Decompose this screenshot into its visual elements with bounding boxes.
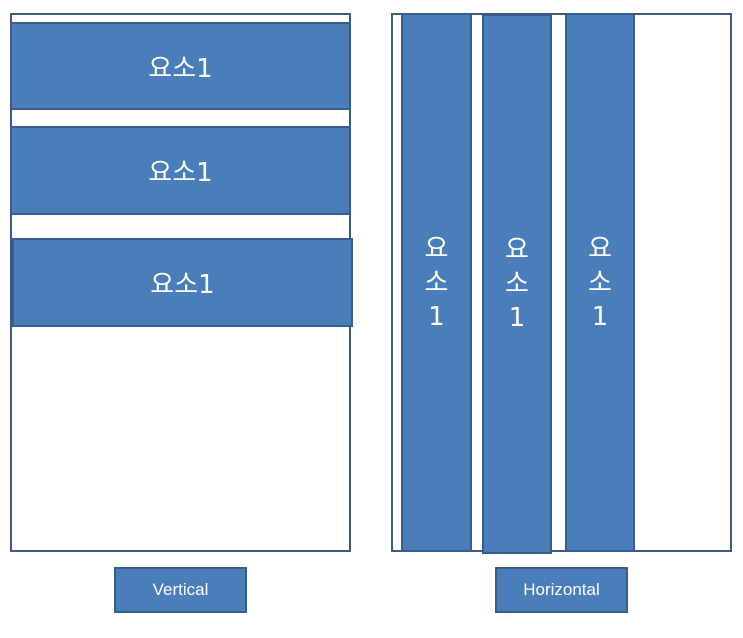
horizontal-element-1-char-1: 요: [424, 233, 449, 264]
vertical-element-1-label: 요소1: [148, 53, 213, 84]
vertical-element-2-label: 요소1: [148, 158, 213, 188]
vertical-element-1: 요소1: [10, 22, 351, 110]
horizontal-element-3: 요 소 1: [565, 13, 635, 552]
vertical-element-2: 요소1: [10, 126, 351, 215]
horizontal-element-3-char-3: 1: [591, 301, 609, 332]
horizontal-element-2-char-1: 요: [505, 235, 529, 265]
horizontal-element-3-char-1: 요: [588, 233, 612, 264]
vertical-element-3-label: 요소1: [150, 270, 215, 300]
vertical-caption-label: Vertical: [152, 580, 209, 599]
horizontal-element-1-char-2: 소: [424, 267, 449, 298]
horizontal-caption: Horizontal: [495, 567, 628, 613]
horizontal-element-1-char-3: 1: [428, 301, 445, 332]
horizontal-element-3-char-2: 소: [588, 267, 612, 298]
vertical-element-3: 요소1: [12, 238, 353, 327]
horizontal-element-2-char-3: 1: [508, 303, 526, 333]
horizontal-element-2: 요 소 1: [482, 14, 552, 554]
vertical-caption: Vertical: [114, 567, 247, 613]
horizontal-caption-label: Horizontal: [523, 580, 600, 599]
horizontal-element-1: 요 소 1: [401, 13, 472, 552]
horizontal-element-2-char-2: 소: [505, 269, 529, 299]
